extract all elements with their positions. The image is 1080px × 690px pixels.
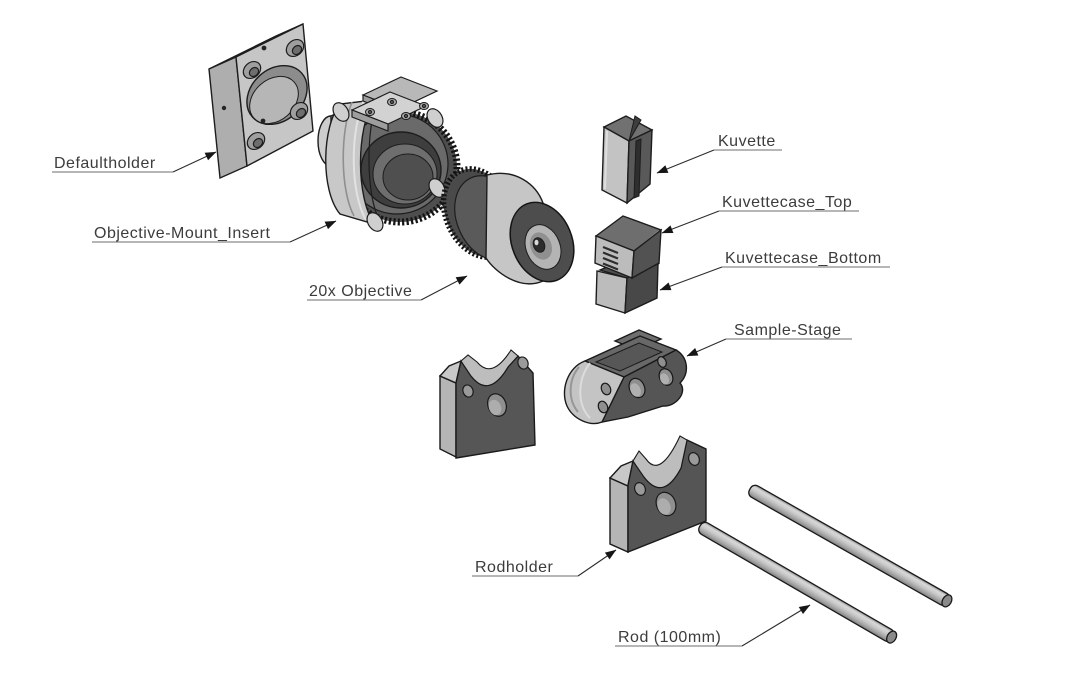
label-text: Rod (100mm) xyxy=(618,629,721,646)
screw-bore xyxy=(389,99,395,105)
pin-hole xyxy=(260,118,266,124)
stage-top-recess xyxy=(594,342,664,372)
stud xyxy=(428,178,446,198)
label-text: Objective-Mount_Insert xyxy=(94,225,270,242)
kuvette-notch xyxy=(628,115,642,142)
screw-bore xyxy=(421,103,427,109)
stud xyxy=(332,102,350,122)
label-text: Sample-Stage xyxy=(734,322,841,339)
stage-lug-bore xyxy=(659,373,670,385)
rodholder-tab-hole xyxy=(687,452,701,466)
callouts: Defaultholder Objective-Mount_Insert 20x… xyxy=(52,133,890,647)
label-rodholder: Rodholder xyxy=(472,549,617,577)
mount-cavity-deep xyxy=(382,153,434,201)
stage-hole xyxy=(600,382,612,396)
corner-hole-bore xyxy=(248,66,260,78)
leader-line xyxy=(661,210,720,234)
label-kuvette: Kuvette xyxy=(656,133,782,174)
rod-end-face xyxy=(941,594,953,608)
leader-line xyxy=(420,275,468,301)
stud xyxy=(366,212,384,232)
vblock-tab-hole xyxy=(517,356,529,370)
label-defaultholder: Defaultholder xyxy=(52,151,217,173)
rodholder-tab-hole xyxy=(633,482,647,496)
label-kuvettecase-top: Kuvettecase_Top xyxy=(661,194,859,234)
rod-body xyxy=(748,484,951,606)
vent-slot xyxy=(602,262,619,271)
leader-line xyxy=(289,220,337,243)
vent-slot xyxy=(602,256,619,266)
case-bottom-left-face xyxy=(595,270,628,314)
stage-holes xyxy=(597,356,674,414)
corner-hole-bore xyxy=(252,137,264,149)
case-top-right-face xyxy=(631,228,662,280)
label-sample-stage: Sample-Stage xyxy=(686,322,852,357)
label-text: Rodholder xyxy=(475,559,554,576)
stage-hole xyxy=(597,400,609,414)
rod-end-face xyxy=(886,630,898,644)
vent-slot xyxy=(602,245,619,255)
label-20x-objective: 20x Objective xyxy=(307,275,468,301)
vblock-left-face xyxy=(439,374,457,459)
corner-hole-bore xyxy=(291,44,303,56)
mount-studs xyxy=(332,102,446,232)
stage-center-bore xyxy=(630,383,641,397)
case-top-vents xyxy=(602,245,619,271)
bracket-screws xyxy=(365,98,429,120)
plate-corner-holes xyxy=(242,38,309,151)
label-text: Kuvettecase_Top xyxy=(722,194,852,211)
vblock-center-bore xyxy=(488,399,502,416)
part-objective-mount-insert xyxy=(317,76,461,232)
part-rod-1 xyxy=(748,484,953,608)
rodholder-center-bore xyxy=(657,498,671,515)
pin-hole xyxy=(221,105,227,111)
leader-line xyxy=(686,338,727,357)
vblock-saddle xyxy=(460,349,519,387)
plate-pin-holes xyxy=(221,45,267,124)
screw-bore xyxy=(367,109,373,115)
vblock-tab-hole xyxy=(462,384,474,398)
rodholder-saddle xyxy=(632,435,688,489)
part-vblock-clamp xyxy=(438,349,536,459)
leader-line xyxy=(577,549,617,577)
part-kuvettecase-top xyxy=(594,215,663,280)
mount-top-bracket xyxy=(350,76,439,132)
label-rod-100mm: Rod (100mm) xyxy=(615,604,811,647)
rod-body xyxy=(698,521,895,643)
part-defaultholder xyxy=(208,22,314,180)
label-objective-mount-insert: Objective-Mount_Insert xyxy=(92,220,337,243)
leader-line xyxy=(656,149,715,174)
label-kuvettecase-bottom: Kuvettecase_Bottom xyxy=(659,250,890,291)
stage-cap-highlight xyxy=(579,362,591,419)
stud xyxy=(426,108,444,128)
part-20x-objective xyxy=(440,166,575,285)
part-sample-stage xyxy=(563,329,687,425)
kuvette-highlight xyxy=(604,130,608,190)
stage-left-cap xyxy=(563,360,625,425)
label-text: Defaultholder xyxy=(54,155,156,172)
vent-slot xyxy=(602,251,619,260)
corner-hole-bore xyxy=(295,107,307,119)
bracket-front-side xyxy=(351,109,389,132)
label-text: Kuvettecase_Bottom xyxy=(725,250,882,267)
leader-line xyxy=(741,604,811,647)
part-rod-2 xyxy=(698,521,898,644)
leader-line xyxy=(659,266,723,291)
rodholder-left-face xyxy=(609,476,629,554)
stage-cap-shade xyxy=(569,366,580,413)
stage-lug-hole xyxy=(657,356,667,368)
part-kuvette xyxy=(601,115,654,205)
part-rodholder xyxy=(608,435,707,554)
pin-hole xyxy=(261,45,267,51)
objective-lens-highlight xyxy=(534,239,539,246)
label-text: 20x Objective xyxy=(309,283,412,300)
leader-line xyxy=(172,151,217,173)
label-text: Kuvette xyxy=(718,133,776,150)
kuvette-slot xyxy=(633,138,642,199)
screw-bore xyxy=(403,113,409,119)
plate-center-bore xyxy=(249,75,299,125)
